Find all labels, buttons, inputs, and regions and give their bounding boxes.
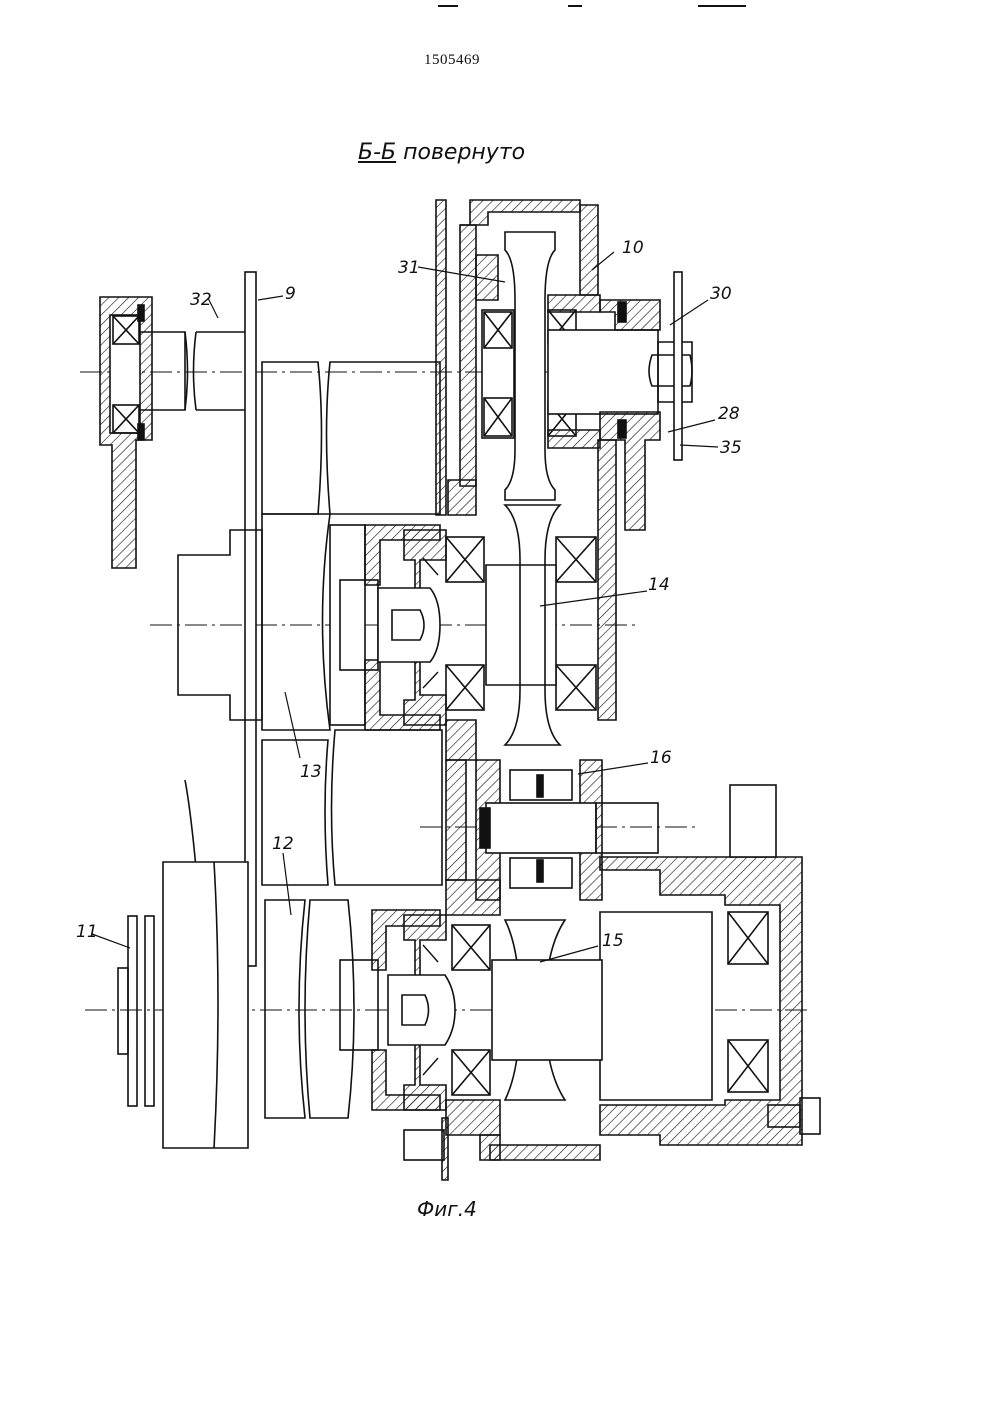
label-13: 13 xyxy=(300,762,322,782)
label-16: 16 xyxy=(650,748,672,768)
label-28: 28 xyxy=(718,404,740,424)
label-9: 9 xyxy=(285,284,296,304)
label-12: 12 xyxy=(272,834,294,854)
label-35: 35 xyxy=(720,438,742,458)
figure-caption: Фиг.4 xyxy=(417,1197,477,1221)
pulley-assembly xyxy=(118,780,248,1148)
label-15: 15 xyxy=(602,931,624,951)
label-32: 32 xyxy=(190,290,212,310)
label-31: 31 xyxy=(398,258,420,278)
label-10: 10 xyxy=(622,238,644,258)
upper-bearing-housing xyxy=(100,297,250,568)
label-14: 14 xyxy=(648,575,670,595)
label-11: 11 xyxy=(76,922,98,942)
label-30: 30 xyxy=(710,284,732,304)
